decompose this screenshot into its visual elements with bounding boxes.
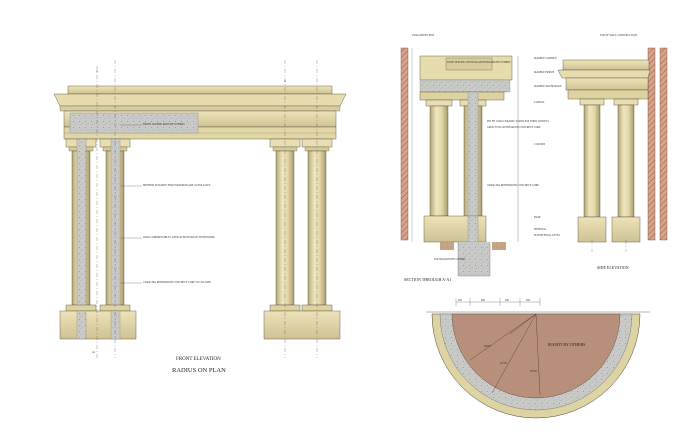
plan-view: R2200 R1700 R2700 ROOFIT BY OTHERS 200 6… (426, 298, 650, 419)
front-elevation-subtitle: RADIUS ON PLAN (172, 367, 226, 374)
front-elevation-title: FRONT ELEVATION (176, 357, 221, 362)
cornice (53, 93, 347, 107)
foundation (457, 242, 491, 277)
note: BASE (534, 216, 541, 219)
concrete-beam (419, 79, 511, 93)
note: METHOD SUITABLE FOR EXPANSION ARE AS FOL… (143, 184, 211, 187)
note: PEDESTAL (534, 228, 547, 231)
side-elevation: TOP OF WALL CONSTRUCTION SIDE ELEVATION (557, 34, 668, 270)
note: MARBLE ARCHITRAVE (534, 85, 562, 88)
note: 20mm COMPRESSIBLE LAYER AT BOTTOM OF STO… (143, 236, 215, 239)
section-right-notes: MARBLE CORNICE MARBLE FRIEZE MARBLE ARCH… (534, 57, 562, 237)
plan-infill (451, 313, 621, 399)
note: FIX BY 10mm CERAMIC STAINLESS STEEL DOWE… (487, 120, 550, 123)
note: FOUNDATION BY OTHERS (434, 258, 466, 261)
note: PLINTH FINAL LEVEL (534, 234, 561, 237)
head-note: ROOF SEATING ON INSULATION BOARD BY OTHE… (447, 61, 511, 64)
note: COLUMN (534, 143, 545, 146)
section-top-note: 25mm ABOVE BOX (412, 34, 434, 37)
note: CAPITAL (534, 101, 545, 104)
section-mark: A (96, 70, 98, 73)
section-title: SECTION THROUGH A-A1 (404, 277, 451, 282)
side-elevation-title: SIDE ELEVATION (597, 265, 629, 270)
pedestal (59, 310, 137, 340)
radius-label: R2700 (530, 370, 538, 373)
note: FRONT SCREED ROOF BY OTHERS (143, 123, 185, 126)
right-column-pair (263, 138, 341, 340)
radius-label: R1700 (500, 362, 508, 365)
radius-label: R2200 (484, 345, 492, 348)
side-top-note: TOP OF WALL CONSTRUCTION (600, 34, 637, 37)
dimension: 200 (505, 299, 510, 302)
dimension: 200 (458, 299, 463, 302)
plan-label: ROOFIT BY OTHERS (548, 342, 585, 347)
note: 100mm DIA REINFORCED CONCRETE CORE (487, 184, 539, 187)
section-mark: A (284, 80, 286, 83)
section-label: A1 (92, 351, 96, 354)
dimension: 300 (526, 299, 531, 302)
cornice-top (67, 85, 333, 95)
concrete-beam (69, 112, 199, 134)
left-column-pair (59, 138, 137, 340)
note: MARBLE CORNICE (534, 57, 557, 60)
note: GROUT FILL REINFORCED CONCRETE CORE (487, 126, 541, 129)
section-view: 25mm ABOVE BOX ROOF SEATING ON INSULATIO… (400, 34, 562, 282)
brick-wall (400, 47, 409, 241)
note: MARBLE FRIEZE (534, 71, 555, 74)
note: 150mm DIA REINFORCED CONCRETE CORE TO CO… (143, 281, 211, 284)
dimension: 600 (481, 299, 486, 302)
front-elevation: A A A1 FRONT SCREED ROOF BY OTHERS METHO… (53, 60, 347, 374)
